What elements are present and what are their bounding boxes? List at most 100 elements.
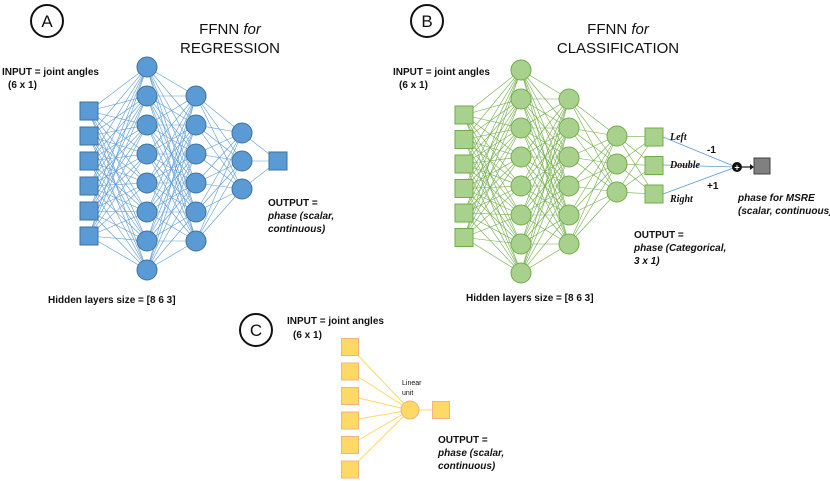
connection-line (568, 163, 618, 245)
class-to-sum-line-bottom (662, 166, 737, 195)
connection-line (88, 135, 148, 242)
hidden2-circle (185, 114, 207, 136)
connection-line (88, 210, 148, 242)
hidden2-circle (558, 117, 580, 139)
connection-line (349, 409, 411, 421)
connection-line (88, 153, 148, 187)
connection-line (88, 182, 148, 212)
panel-c-output-label-2: phase (scalar, (437, 448, 504, 459)
connection-line (88, 95, 148, 237)
panel-a-output-label-2: phase (scalar, (267, 211, 334, 222)
hidden1-circle (510, 175, 532, 197)
connection-line (146, 95, 197, 155)
connection-line (349, 409, 411, 470)
msre-label-2: (scalar, continuous) (738, 206, 830, 217)
panel-b-output-label-2: phase (Categorical, (633, 243, 726, 254)
hidden3-circle (606, 125, 628, 147)
connection-line (146, 153, 197, 271)
connection-line (88, 160, 148, 242)
connection-line (88, 124, 148, 162)
panel-b-hidden-label: Hidden layers size = [8 6 3] (466, 293, 594, 304)
hidden1-circle (510, 204, 532, 226)
hidden1-circle (136, 114, 158, 136)
panel-a-output-label-3: continuous) (268, 224, 326, 235)
hidden1-circle (136, 201, 158, 223)
panel-c-input-label-2: (6 x 1) (293, 330, 322, 341)
connection-line (88, 135, 148, 184)
connection-line (146, 95, 197, 213)
input-square (79, 226, 99, 246)
connection-line (463, 156, 522, 238)
class-label-left: Left (669, 132, 688, 143)
connection-line (88, 124, 148, 237)
hidden2-circle (185, 230, 207, 252)
connection-line (349, 371, 411, 411)
arrow-head (750, 164, 754, 170)
panel-c-output-label-1: OUTPUT = (438, 435, 488, 446)
hidden1-circle (510, 59, 532, 81)
hidden1-circle (510, 262, 532, 284)
panel-a-hidden-label: Hidden layers size = [8 6 3] (48, 295, 176, 306)
hidden3-circle (606, 153, 628, 175)
connection-line (88, 135, 148, 271)
connection-line (88, 95, 148, 187)
connection-line (88, 185, 148, 213)
connection-line (195, 124, 243, 190)
network-a-nodes (79, 56, 288, 281)
msre-output-square (753, 157, 771, 175)
input-square (79, 101, 99, 121)
linear-unit-circle (400, 400, 420, 420)
input-square (79, 126, 99, 146)
connection-line (88, 185, 148, 271)
connection-line (88, 110, 148, 155)
hidden2-circle (558, 204, 580, 226)
class-to-sum-line-top (662, 136, 737, 168)
input-square (454, 203, 474, 223)
input-square (79, 201, 99, 221)
connection-line (88, 95, 148, 212)
hidden2-circle (558, 146, 580, 168)
connection-line (195, 132, 243, 213)
input-square (341, 387, 359, 405)
network-b-nodes (454, 59, 664, 284)
connection-line (88, 182, 148, 237)
msre-label-1: phase for MSRE (737, 193, 815, 204)
sum-symbol: + (734, 163, 739, 173)
connection-line (88, 153, 148, 237)
hidden3-circle (231, 178, 253, 200)
connection-line (463, 163, 522, 245)
connection-line (349, 409, 411, 446)
panel-c-badge-letter: C (250, 321, 262, 340)
connection-line (568, 135, 618, 245)
connection-line (520, 185, 570, 274)
panel-c-badge (239, 313, 273, 347)
panel-a-badge-letter: A (41, 12, 53, 31)
panel-a-badge (30, 4, 64, 38)
panel-a-input-label-1: INPUT = joint angles (2, 67, 99, 78)
connection-line (146, 211, 197, 271)
connection-line (88, 66, 148, 212)
class-output-square (644, 184, 664, 204)
connection-line (195, 132, 243, 184)
hidden3-circle (231, 150, 253, 172)
connection-line (195, 132, 243, 242)
sum-node (732, 162, 742, 172)
input-square (79, 176, 99, 196)
connection-line (88, 160, 148, 213)
hidden2-circle (558, 233, 580, 255)
connection-line (88, 153, 148, 212)
input-square (341, 362, 359, 381)
connection-line (195, 95, 243, 190)
connection-line (568, 191, 618, 245)
class-to-sum-line-mid (662, 164, 737, 168)
connection-line (463, 139, 522, 216)
linear-unit-label-1: Linear (402, 380, 422, 387)
connection-line (88, 110, 148, 184)
connection-line (88, 95, 148, 162)
network-c-connections (349, 346, 441, 470)
weight-top-label: -1 (707, 145, 716, 156)
input-square (454, 130, 474, 149)
network-c-nodes (341, 338, 450, 479)
panel-c-output-label-3: continuous) (438, 461, 496, 472)
